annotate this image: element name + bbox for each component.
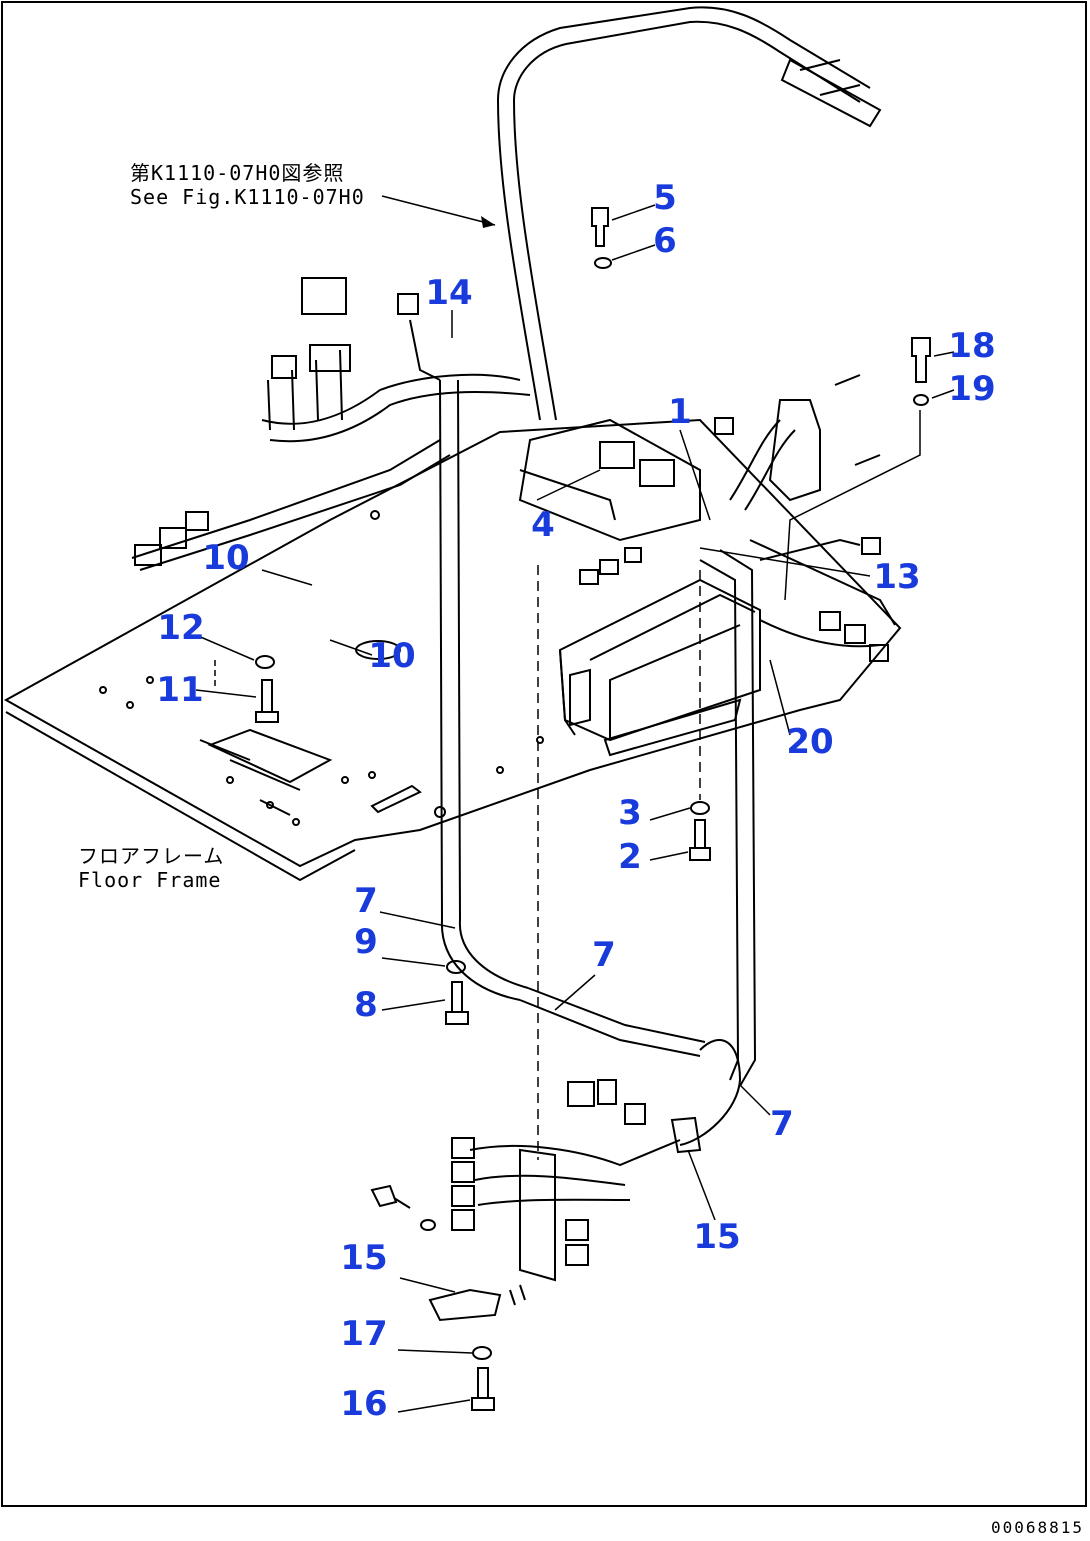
see-figure-note-en: See Fig.K1110-07H0 [130, 184, 365, 209]
leader-lines [195, 195, 955, 1413]
callout-7b: 7 [592, 935, 616, 975]
floor-frame-plate [3, 418, 902, 882]
callout-20: 20 [786, 722, 834, 762]
callout-2: 2 [618, 837, 642, 877]
callout-8: 8 [354, 985, 378, 1025]
callout-1: 1 [668, 392, 692, 432]
callout-15a: 15 [693, 1217, 741, 1257]
drawing-frame [1, 1, 1087, 1507]
callout-15b: 15 [340, 1238, 388, 1278]
callout-12: 12 [157, 608, 205, 648]
main-harness [496, 6, 882, 421]
floor-frame-label: フロアフレーム Floor Frame [78, 844, 225, 892]
callout-19: 19 [948, 369, 996, 409]
callout-4: 4 [531, 505, 555, 545]
callout-6: 6 [653, 221, 677, 261]
callout-7c: 7 [770, 1104, 794, 1144]
callout-17: 17 [340, 1314, 388, 1354]
drawing-number: 00068815 [990, 1518, 1084, 1537]
callout-11: 11 [156, 670, 204, 710]
lower-connectors [428, 1079, 702, 1322]
callout-9: 9 [354, 922, 378, 962]
callout-18: 18 [948, 326, 996, 366]
see-figure-note-jp: 第K1110-07H0図参照 [130, 161, 345, 185]
callout-5: 5 [653, 178, 677, 218]
right-components [714, 374, 896, 662]
callout-13: 13 [873, 557, 921, 597]
callout-14: 14 [425, 273, 473, 313]
callout-3: 3 [618, 793, 642, 833]
callout-16: 16 [340, 1384, 388, 1424]
see-figure-note: 第K1110-07H0図参照 See Fig.K1110-07H0 [130, 161, 365, 209]
vertical-harness [439, 379, 757, 1146]
left-harness [131, 277, 531, 571]
controller-box [518, 418, 761, 757]
callout-7a: 7 [354, 881, 378, 921]
bolts-washers [255, 207, 931, 1411]
floor-frame-label-jp: フロアフレーム [78, 844, 225, 868]
callout-10a: 10 [202, 538, 250, 578]
callout-10b: 10 [368, 636, 416, 676]
floor-frame-label-en: Floor Frame [78, 867, 222, 892]
